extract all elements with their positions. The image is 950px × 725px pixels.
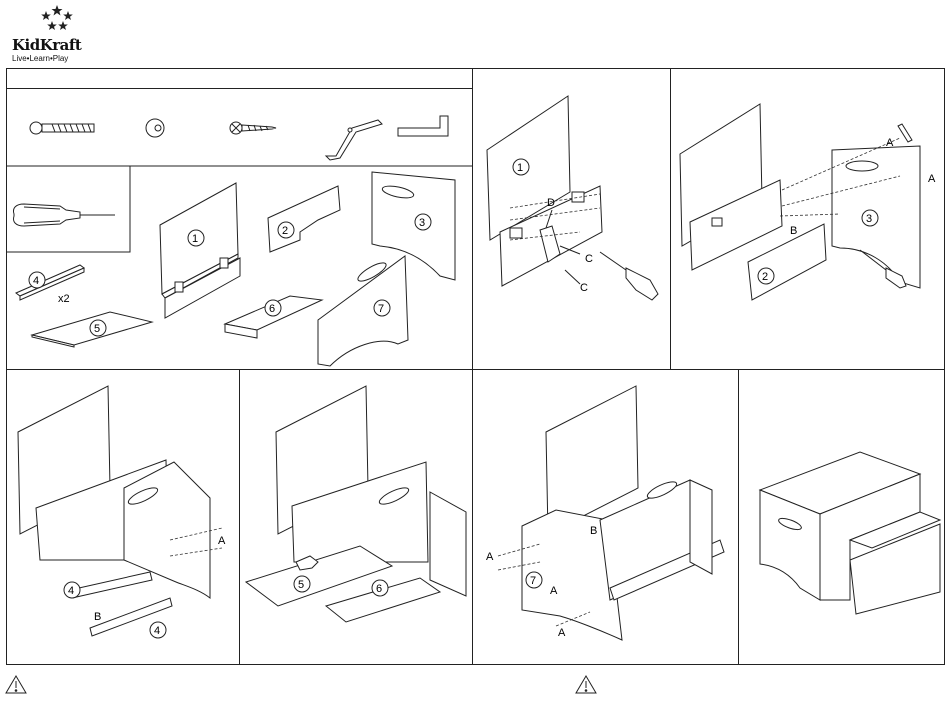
part-1-panel xyxy=(160,183,240,318)
step1-drawing xyxy=(487,96,658,300)
step3-part-4b: 4 xyxy=(154,625,160,637)
part-label-5: 5 xyxy=(94,323,100,335)
screw-icon xyxy=(230,122,276,134)
step5-part-7: 7 xyxy=(530,575,536,587)
warning-icon-right xyxy=(576,676,596,693)
step4-part-6: 6 xyxy=(376,583,382,595)
part-2-panel xyxy=(268,186,340,252)
barrel-nut-icon xyxy=(146,119,164,137)
step5-label-b: B xyxy=(590,525,597,537)
part-label-2: 2 xyxy=(282,225,288,237)
step3-label-a: A xyxy=(218,535,226,547)
step2-label-b: B xyxy=(790,225,797,237)
step2-label-a1: A xyxy=(886,137,894,149)
step2-part-3: 3 xyxy=(866,213,872,225)
step1-part-label: 1 xyxy=(517,162,523,174)
warning-icon-left xyxy=(6,676,26,693)
part-label-3: 3 xyxy=(419,217,425,229)
step3-drawing xyxy=(18,386,222,638)
step3-label-b: B xyxy=(94,611,101,623)
step5-drawing xyxy=(498,386,724,640)
step5-label-a1: A xyxy=(486,551,494,563)
step1-label-d: D xyxy=(547,197,555,209)
rail-count-label: x2 xyxy=(58,293,70,305)
step6-final-stool xyxy=(760,452,940,614)
part-4-rail xyxy=(16,265,84,300)
step4-part-5: 5 xyxy=(298,579,304,591)
step5-label-a2: A xyxy=(550,585,558,597)
part-label-7: 7 xyxy=(378,303,384,315)
part-label-4: 4 xyxy=(33,275,39,287)
step2-drawing xyxy=(680,104,920,300)
step2-part-2: 2 xyxy=(762,271,768,283)
lid-support-hinge-icon xyxy=(326,120,382,160)
bolt-icon xyxy=(30,122,94,134)
step2-label-a2: A xyxy=(928,173,936,185)
part-label-1: 1 xyxy=(192,233,198,245)
step1-label-c1: C xyxy=(585,253,593,265)
part-7-panel xyxy=(318,256,408,366)
step3-part-4a: 4 xyxy=(68,585,74,597)
step4-drawing xyxy=(246,386,466,622)
part-5-board xyxy=(32,312,152,347)
allen-key-icon xyxy=(398,116,448,136)
part-label-6: 6 xyxy=(269,303,275,315)
step5-label-a3: A xyxy=(558,627,566,639)
step1-label-c2: C xyxy=(580,282,588,294)
screwdriver-icon xyxy=(13,204,115,226)
